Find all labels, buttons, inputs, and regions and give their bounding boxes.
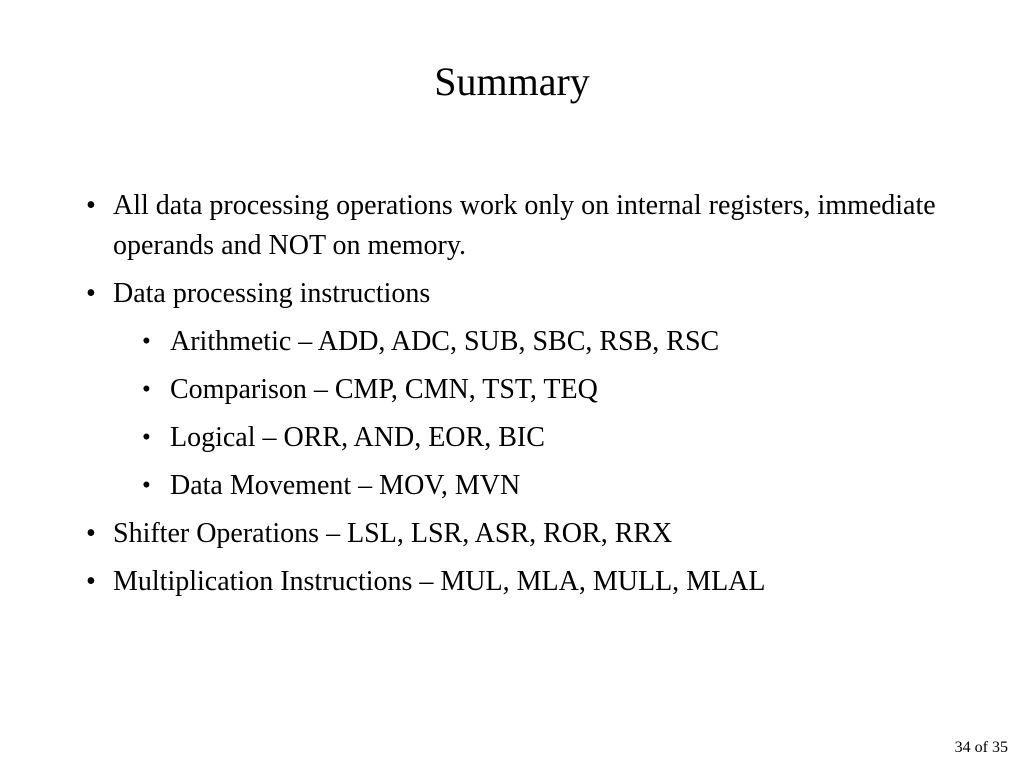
bullet-item: • Shifter Operations – LSL, LSR, ASR, RO… [0, 514, 1004, 554]
bullet-text: Comparison – CMP, CMN, TST, TEQ [170, 374, 598, 405]
bullet-item: • Data processing instructions [0, 274, 1004, 314]
slide-title: Summary [434, 59, 590, 104]
bullet-icon: • [86, 566, 96, 597]
bullet-list: • All data processing operations work on… [0, 186, 1004, 610]
bullet-text: Logical – ORR, AND, EOR, BIC [170, 422, 545, 453]
bullet-text: Arithmetic – ADD, ADC, SUB, SBC, RSB, RS… [170, 326, 720, 357]
bullet-icon: • [86, 190, 96, 221]
bullet-icon: • [142, 328, 151, 355]
bullet-icon: • [86, 518, 96, 549]
bullet-icon: • [142, 424, 151, 451]
bullet-icon: • [142, 472, 151, 499]
bullet-item: • Logical – ORR, AND, EOR, BIC [0, 418, 1004, 458]
bullet-item: • Arithmetic – ADD, ADC, SUB, SBC, RSB, … [0, 322, 1004, 362]
bullet-text: Multiplication Instructions – MUL, MLA, … [113, 566, 766, 597]
bullet-icon: • [86, 278, 96, 309]
bullet-item: • Comparison – CMP, CMN, TST, TEQ [0, 370, 1004, 410]
page-number-label: 34 of 35 [954, 739, 1008, 756]
bullet-icon: • [142, 376, 151, 403]
bullet-text: Data Movement – MOV, MVN [170, 470, 521, 501]
bullet-item: • Multiplication Instructions – MUL, MLA… [0, 562, 1004, 602]
bullet-text: Data processing instructions [113, 278, 431, 309]
bullet-item: • Data Movement – MOV, MVN [0, 466, 1004, 506]
bullet-text: All data processing operations work only… [113, 190, 936, 261]
bullet-item: • All data processing operations work on… [0, 186, 1004, 266]
bullet-text: Shifter Operations – LSL, LSR, ASR, ROR,… [113, 518, 673, 549]
